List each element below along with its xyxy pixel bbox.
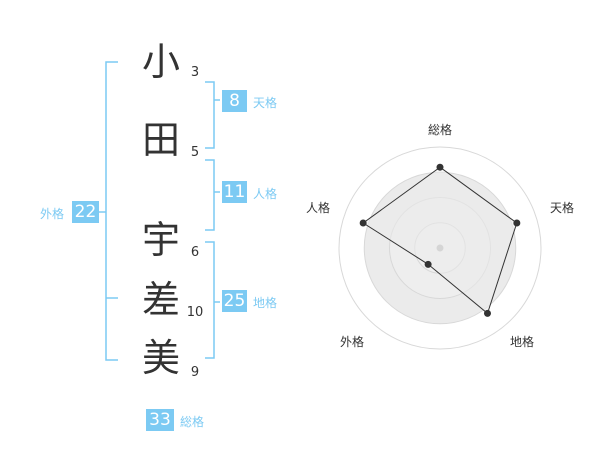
radar-axis-label-2: 天格 <box>550 200 574 215</box>
soukaku-label: 総格 <box>180 415 205 429</box>
gaikaku-bracket <box>96 61 118 361</box>
radar-point-4 <box>424 260 432 268</box>
jinkaku-value: 11 <box>222 181 247 203</box>
radar-point-1 <box>436 163 444 171</box>
name-char-2: 田 <box>141 118 180 162</box>
tenkaku-value: 8 <box>222 90 247 112</box>
radar-point-2 <box>513 219 521 227</box>
radar-point-3 <box>483 309 491 317</box>
jinkaku-label: 人格 <box>253 187 278 201</box>
stroke-count-2: 5 <box>190 145 200 160</box>
radar-value-polygon <box>362 166 518 315</box>
soukaku-value: 33 <box>146 409 174 431</box>
radar-axis-label-4: 外格 <box>340 334 364 349</box>
stroke-count-5: 9 <box>190 365 200 380</box>
chikaku-label: 地格 <box>253 296 278 310</box>
gaikaku-label: 外格 <box>40 207 65 221</box>
radar-axis-label-3: 地格 <box>510 334 534 349</box>
tenkaku-bracket <box>205 81 220 149</box>
gaikaku-value: 22 <box>72 201 99 223</box>
stroke-count-3: 6 <box>190 245 200 260</box>
name-char-3: 宇 <box>141 218 180 262</box>
tenkaku-label: 天格 <box>253 96 278 110</box>
radar-axis-label-1: 総格 <box>428 122 452 137</box>
stroke-count-1: 3 <box>190 65 200 80</box>
name-char-1: 小 <box>141 40 180 84</box>
radar-point-5 <box>359 219 367 227</box>
name-fortune-diagram: 小 田 宇 差 美 3 5 6 10 9 8 天格 11 人格 25 地格 22… <box>0 0 290 470</box>
fortune-radar-chart: 総格天格地格 外格 人格 <box>300 100 600 390</box>
chikaku-bracket <box>205 241 220 359</box>
radar-axis-label-5: 人格 <box>306 200 330 215</box>
jinkaku-bracket <box>205 159 220 231</box>
name-char-5: 美 <box>141 336 180 380</box>
chikaku-value: 25 <box>222 290 247 312</box>
name-char-4: 差 <box>141 278 180 322</box>
stroke-count-4: 10 <box>186 305 204 320</box>
